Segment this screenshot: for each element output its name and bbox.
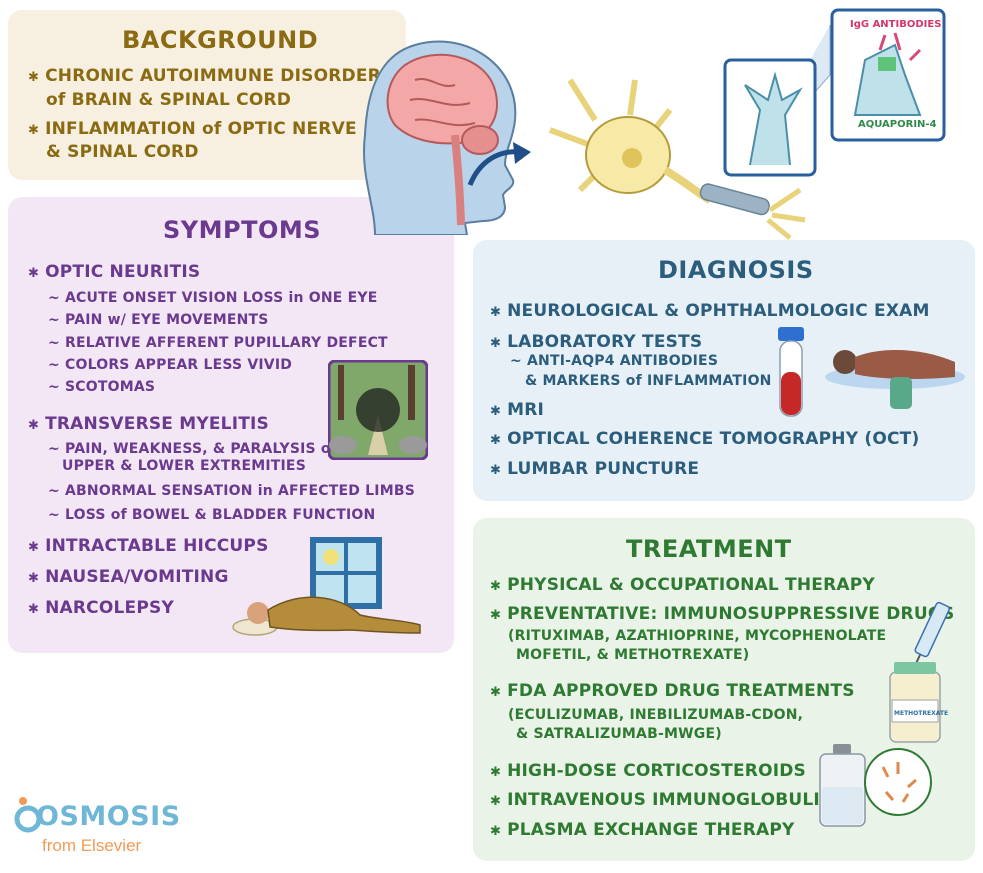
diagnosis-item: OPTICAL COHERENCE TOMOGRAPHY (OCT) [490, 429, 919, 449]
treatment-item: PREVENTATIVE: IMMUNOSUPPRESSIVE DRUGS [490, 604, 954, 624]
osmosis-logo-text: OSMOSIS [36, 801, 181, 832]
symptom-heading: INTRACTABLE HICCUPS [28, 536, 269, 556]
treatment-subitem: (ECULIZUMAB, INEBILIZUMAB-CDON, [508, 707, 804, 723]
symptom-heading: NAUSEA/VOMITING [28, 567, 229, 587]
background-line: CHRONIC AUTOIMMUNE DISORDER [28, 66, 381, 86]
treatment-item: INTRAVENOUS IMMUNOGLOBULIN [490, 790, 834, 810]
treatment-subitem: (RITUXIMAB, AZATHIOPRINE, MYCOPHENOLATE [508, 628, 887, 644]
diagnosis-item: LABORATORY TESTS [490, 332, 702, 352]
immunoglobulin-illustration [819, 744, 932, 827]
osmosis-logo-subtext: from Elsevier [42, 836, 142, 855]
scotoma-forest-illustration [328, 360, 428, 460]
arrow-icon [467, 142, 531, 186]
background-title: BACKGROUND [122, 26, 319, 54]
symptom-item: UPPER & LOWER EXTREMITIES [62, 458, 306, 474]
diagnosis-item: LUMBAR PUNCTURE [490, 459, 699, 479]
background-panel [8, 10, 406, 180]
symptom-item: COLORS APPEAR LESS VIVID [48, 357, 292, 373]
aqp4-label: AQUAPORIN-4 [858, 119, 937, 130]
symptom-heading: OPTIC NEURITIS [28, 262, 200, 282]
neuron-illustration [548, 78, 806, 240]
sleeping-person-illustration [232, 537, 421, 636]
symptom-item: ACUTE ONSET VISION LOSS in ONE EYE [48, 290, 378, 306]
head-brain-illustration [363, 40, 517, 235]
symptom-item: PAIN w/ EYE MOVEMENTS [48, 312, 269, 328]
background-line: of BRAIN & SPINAL CORD [46, 90, 292, 110]
symptom-heading: TRANSVERSE MYELITIS [28, 414, 269, 434]
diagnosis-title: DIAGNOSIS [658, 256, 814, 284]
symptom-item: ABNORMAL SENSATION in AFFECTED LIMBS [48, 483, 415, 499]
lab-test-illustration [778, 327, 965, 417]
treatment-subitem: & SATRALIZUMAB-MWGE) [516, 726, 722, 742]
symptom-heading: NARCOLEPSY [28, 598, 174, 618]
diagnosis-item: MRI [490, 400, 544, 420]
symptom-item: RELATIVE AFFERENT PUPILLARY DEFECT [48, 335, 388, 351]
background-line: & SPINAL CORD [46, 142, 199, 162]
treatment-subitem: MOFETIL, & METHOTREXATE) [516, 647, 750, 663]
diagnosis-item: NEUROLOGICAL & OPHTHALMOLOGIC EXAM [490, 301, 930, 321]
igg-label: IgG ANTIBODIES [850, 19, 941, 30]
treatment-item: PHYSICAL & OCCUPATIONAL THERAPY [490, 575, 875, 595]
treatment-item: PLASMA EXCHANGE THERAPY [490, 820, 795, 840]
symptom-item: SCOTOMAS [48, 379, 155, 395]
symptom-item: LOSS of BOWEL & BLADDER FUNCTION [48, 507, 375, 523]
treatment-title: TREATMENT [626, 535, 792, 563]
diagnosis-subitem: & MARKERS of INFLAMMATION [525, 373, 772, 389]
treatment-item: HIGH-DOSE CORTICOSTEROIDS [490, 761, 806, 781]
osmosis-logo-icon [14, 797, 42, 833]
diagnosis-subitem: ANTI-AQP4 ANTIBODIES [510, 353, 718, 369]
vial-label: METHOTREXATE [894, 710, 948, 717]
symptom-item: PAIN, WEAKNESS, & PARALYSIS of [48, 441, 337, 457]
methotrexate-illustration: METHOTREXATE [889, 601, 950, 743]
background-line: INFLAMMATION of OPTIC NERVE [28, 119, 357, 139]
symptoms-title: SYMPTOMS [163, 216, 322, 244]
treatment-item: FDA APPROVED DRUG TREATMENTS [490, 681, 855, 701]
aquaporin-zoom-illustration: IgG ANTIBODIES AQUAPORIN-4 [723, 8, 946, 177]
